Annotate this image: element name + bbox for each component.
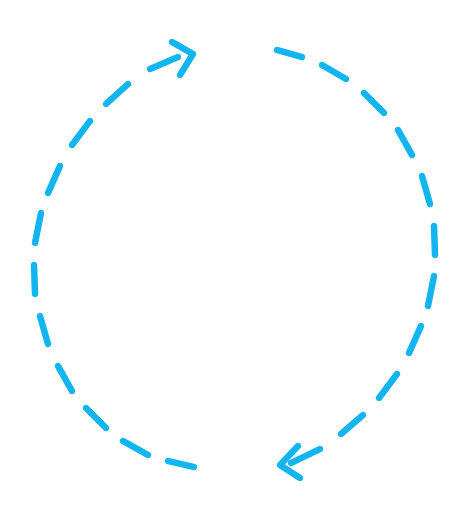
top-arrowhead-icon [168, 38, 197, 79]
arc-dash [394, 126, 416, 159]
arc-dash [337, 411, 367, 438]
arc-dash [36, 312, 52, 348]
arc-dash [318, 61, 350, 83]
arc-dash [68, 117, 94, 149]
arc-dash [430, 222, 439, 259]
arc-dash [164, 457, 198, 471]
arc-dash [54, 362, 76, 395]
arc-dash [30, 261, 39, 298]
arc-dash [405, 322, 425, 357]
arc-dash [146, 53, 182, 73]
arc-dash [273, 46, 306, 61]
bottom-arrowhead-icon [276, 442, 304, 482]
arc-dash [287, 445, 324, 467]
arc-dash [360, 89, 388, 117]
arc-dash [82, 404, 110, 432]
arc-dash [424, 272, 438, 310]
arc-dash [418, 172, 434, 208]
arc-dash [44, 162, 64, 197]
arc-dash [31, 209, 45, 247]
left-arc [30, 53, 198, 471]
arc-dash [119, 437, 152, 459]
arc-dash [102, 80, 132, 108]
right-arc [273, 46, 439, 467]
arc-dash [375, 370, 401, 402]
